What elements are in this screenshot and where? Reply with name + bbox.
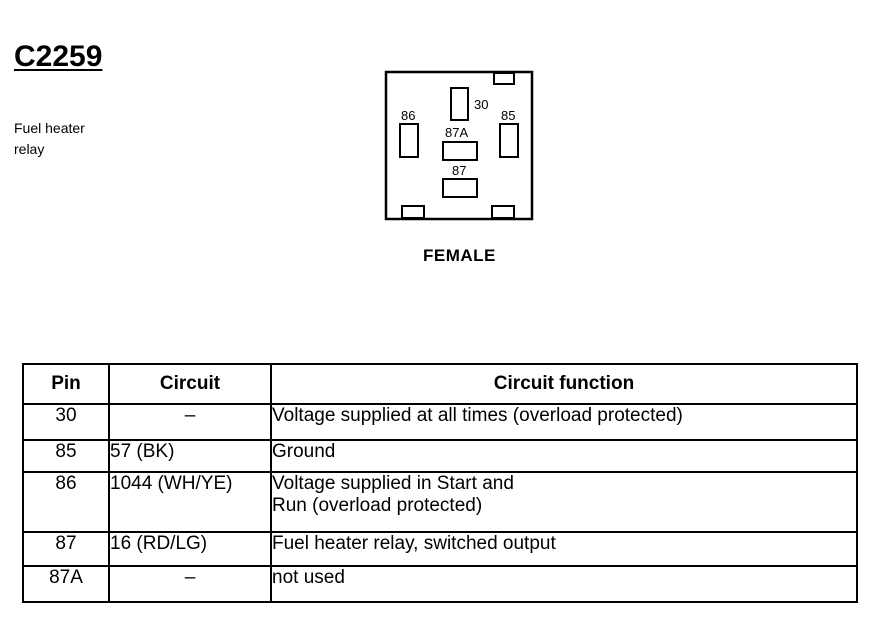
terminal-87a	[442, 141, 478, 161]
circuit-cell: –	[108, 565, 272, 603]
housing-notch	[491, 205, 515, 219]
function-cell: Voltage supplied at all times (overload …	[270, 403, 858, 441]
table-header-row: Pin Circuit Circuit function	[22, 363, 858, 405]
function-line: Voltage supplied at all times (overload …	[272, 405, 683, 426]
function-line: Voltage supplied in Start and	[272, 473, 514, 494]
connector-gender-label: FEMALE	[423, 246, 496, 265]
function-line: Run (overload protected)	[272, 495, 483, 516]
terminal-85	[499, 123, 519, 158]
pin-cell: 87	[22, 531, 110, 567]
header-pin: Pin	[22, 363, 110, 405]
table-row: 87 16 (RD/LG) Fuel heater relay, switche…	[22, 531, 858, 567]
pin-label-87: 87	[452, 163, 466, 178]
table-row: 85 57 (BK) Ground	[22, 439, 858, 473]
pin-label-85: 85	[501, 108, 515, 123]
terminal-87	[442, 178, 478, 198]
connector-face-diagram: 30 86 85 87A 87	[380, 66, 540, 226]
pin-label-86: 86	[401, 108, 415, 123]
table-row: 30 – Voltage supplied at all times (over…	[22, 403, 858, 441]
connector-title: C2259	[14, 40, 103, 73]
terminal-86	[399, 123, 419, 158]
function-cell: Voltage supplied in Start and Run (overl…	[270, 471, 858, 533]
header-circuit-function: Circuit function	[270, 363, 858, 405]
table-row: 86 1044 (WH/YE) Voltage supplied in Star…	[22, 471, 858, 533]
description-line: relay	[14, 141, 45, 157]
function-cell: Ground	[270, 439, 858, 473]
circuit-cell: 1044 (WH/YE)	[108, 471, 272, 533]
pinout-table: Pin Circuit Circuit function 30 – Voltag…	[22, 363, 858, 603]
header-circuit: Circuit	[108, 363, 272, 405]
pin-cell: 30	[22, 403, 110, 441]
function-cell: Fuel heater relay, switched output	[270, 531, 858, 567]
circuit-cell: 57 (BK)	[108, 439, 272, 473]
function-line: not used	[272, 567, 345, 588]
circuit-cell: 16 (RD/LG)	[108, 531, 272, 567]
pin-cell: 86	[22, 471, 110, 533]
terminal-30	[450, 87, 469, 121]
pin-cell: 85	[22, 439, 110, 473]
circuit-cell: –	[108, 403, 272, 441]
connector-description: Fuel heater relay	[14, 118, 85, 160]
function-line: Fuel heater relay, switched output	[272, 533, 556, 554]
table-row: 87A – not used	[22, 565, 858, 603]
description-line: Fuel heater	[14, 120, 85, 136]
housing-notch	[401, 205, 425, 219]
pin-label-30: 30	[474, 97, 488, 112]
housing-notch	[493, 72, 515, 85]
function-line: Ground	[272, 441, 336, 462]
pin-label-87a: 87A	[445, 125, 468, 140]
function-cell: not used	[270, 565, 858, 603]
pin-cell: 87A	[22, 565, 110, 603]
